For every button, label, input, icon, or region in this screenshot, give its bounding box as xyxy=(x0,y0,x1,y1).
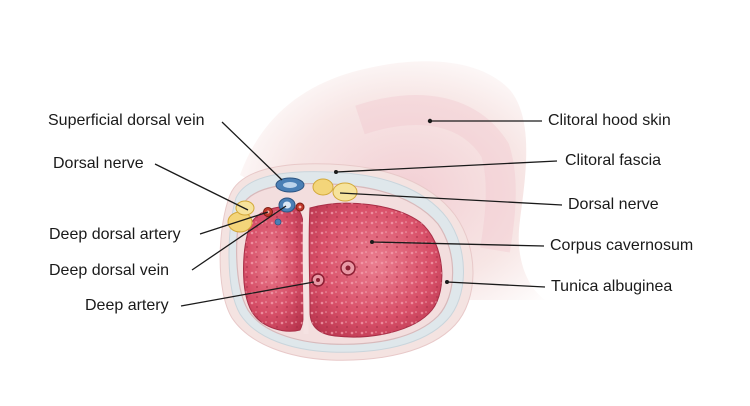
label-clitoral-fascia: Clitoral fascia xyxy=(565,152,662,169)
leader-dots xyxy=(334,118,449,284)
label-tunica-albuginea: Tunica albuginea xyxy=(551,278,673,295)
leader-deep-dorsal-artery xyxy=(199,211,269,235)
label-deep-dorsal-artery: Deep dorsal artery xyxy=(49,226,181,243)
label-dorsal-nerve-left: Dorsal nerve xyxy=(53,155,144,172)
leader-tunica-albuginea xyxy=(446,281,546,288)
leader-deep-dorsal-vein xyxy=(191,205,287,271)
label-clitoral-hood-skin: Clitoral hood skin xyxy=(548,112,671,129)
label-dorsal-nerve-right: Dorsal nerve xyxy=(568,196,659,213)
label-deep-dorsal-vein: Deep dorsal vein xyxy=(49,262,170,279)
label-deep-artery: Deep artery xyxy=(85,297,169,314)
leader-lines xyxy=(154,120,563,307)
leader-clitoral-fascia xyxy=(335,160,558,173)
leader-superficial-dorsal-vein xyxy=(221,121,283,181)
leader-deep-artery xyxy=(180,281,315,307)
leader-corpus-cavernosum xyxy=(371,241,545,247)
leader-dorsal-nerve-left xyxy=(154,163,249,211)
label-corpus-cavernosum: Corpus cavernosum xyxy=(550,237,694,254)
leader-dorsal-nerve-right xyxy=(339,192,563,206)
cross-section xyxy=(219,163,474,361)
label-superficial-dorsal-vein: Superficial dorsal vein xyxy=(48,112,205,129)
